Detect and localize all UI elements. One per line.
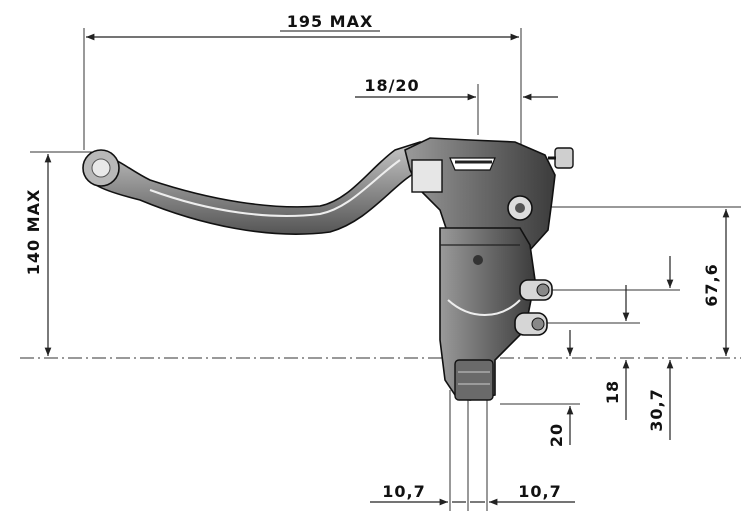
label-port-spacing: 18: [603, 380, 622, 404]
label-overall-height: 140 MAX: [24, 189, 43, 276]
dimension-lines: [44, 33, 730, 506]
label-port-upper-offset: 30,7: [647, 388, 666, 431]
label-half-width-left: 10,7: [382, 482, 425, 501]
upper-port: [519, 279, 553, 301]
master-cylinder-body: [439, 227, 536, 401]
label-height-to-pivot: 67,6: [702, 263, 721, 306]
brake-lever-blade: [82, 140, 425, 235]
label-overall-length: 195 MAX: [287, 12, 374, 31]
adjuster-knob: [554, 147, 574, 169]
label-lever-reach: 18/20: [364, 76, 419, 95]
label-half-width-right: 10,7: [518, 482, 561, 501]
extension-lines: [30, 28, 741, 511]
lower-port: [514, 312, 548, 336]
label-port-lower-offset: 20: [547, 423, 566, 447]
